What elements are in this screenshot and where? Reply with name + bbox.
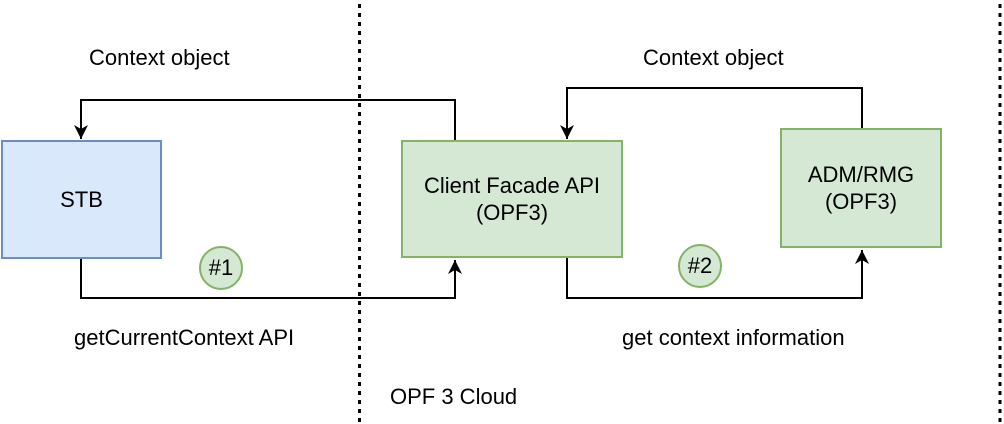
edge-label-getcurrentcontext-api: getCurrentContext API (74, 325, 295, 350)
zone-label-opf3-cloud: OPF 3 Cloud (390, 384, 518, 409)
edge-label-context-object-left: Context object (89, 45, 230, 70)
node-stb: STB (1, 140, 162, 259)
node-adm-rmg: ADM/RMG (OPF3) (780, 128, 942, 248)
step-2-badge-label: #2 (687, 253, 713, 278)
node-stb-label: STB (60, 187, 103, 212)
edge-getcontextinfo-to-adm (566, 250, 869, 299)
node-client-facade-api: Client Facade API (OPF3) (401, 140, 623, 258)
edge-context-object-to-stb (74, 99, 456, 140)
edge-context-object-to-facade (560, 87, 863, 139)
node-adm-rmg-label-line2: (OPF3) (824, 189, 898, 214)
node-adm-rmg-label-line1: ADM/RMG (807, 162, 915, 187)
edge-label-get-context-information: get context information (622, 325, 845, 350)
edge-label-context-object-right: Context object (643, 45, 784, 70)
node-client-facade-label-line1: Client Facade API (423, 173, 601, 198)
node-client-facade-label-line2: (OPF3) (475, 200, 549, 225)
step-1-badge-label: #1 (208, 255, 234, 280)
step-2-badge: #2 (678, 244, 722, 288)
step-1-badge: #1 (199, 246, 243, 290)
edge-getcurrentcontext-to-facade (80, 259, 462, 299)
